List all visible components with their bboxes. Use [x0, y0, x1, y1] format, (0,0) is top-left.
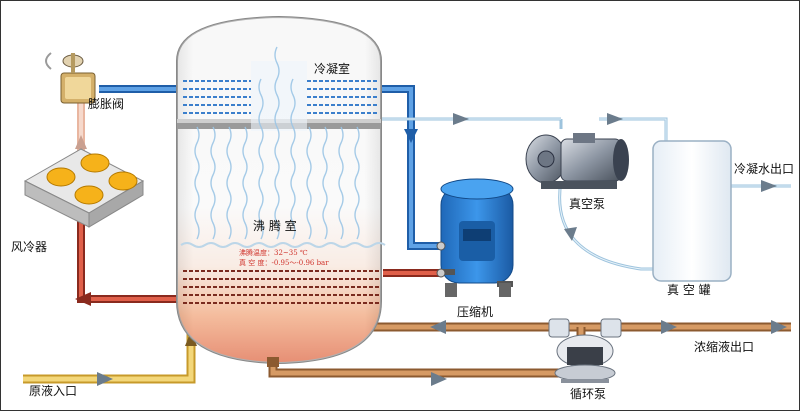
- compressor: [436, 178, 514, 297]
- circulation-pump-label: 循环泵: [570, 387, 607, 401]
- liquid-surface: [180, 242, 386, 248]
- vacuum-pump-label: 真空泵: [569, 197, 606, 211]
- concentrate-outlet-label: 浓缩液出口: [694, 340, 755, 354]
- vacuum-tank-label: 真 空 罐: [667, 283, 711, 297]
- circulation-pump: [548, 318, 622, 383]
- air-cooler-label: 风冷器: [11, 240, 48, 254]
- expansion-valve: [45, 52, 96, 104]
- vapor-waves: [194, 46, 360, 240]
- condenser-coils: [183, 80, 379, 114]
- heating-coils: [183, 270, 379, 304]
- boiling-temperature-text: 沸腾温度：32~35 ℃: [239, 249, 308, 257]
- boiling-chamber-label: 沸 腾 室: [253, 219, 297, 233]
- condenser-chamber-label: 冷凝室: [314, 62, 351, 76]
- vacuum-tank: [652, 140, 732, 282]
- air-cooler: [23, 148, 145, 228]
- vacuum-pump: [525, 133, 629, 189]
- raw-inlet-pipe: [23, 327, 196, 384]
- flow-arrows: [75, 113, 787, 386]
- evaporator-vessel: [176, 15, 382, 365]
- vacuum-degree-text: 真 空 度：-0.95～-0.96 bar: [239, 259, 329, 267]
- raw-inlet-label: 原液入口: [29, 384, 78, 398]
- bottom-outlet: [267, 357, 279, 367]
- vapor-pipe: [99, 85, 441, 250]
- expansion-valve-label: 膨胀阀: [88, 97, 125, 111]
- compressor-label: 压缩机: [457, 305, 494, 319]
- condensate-outlet-label: 冷凝水出口: [734, 162, 795, 176]
